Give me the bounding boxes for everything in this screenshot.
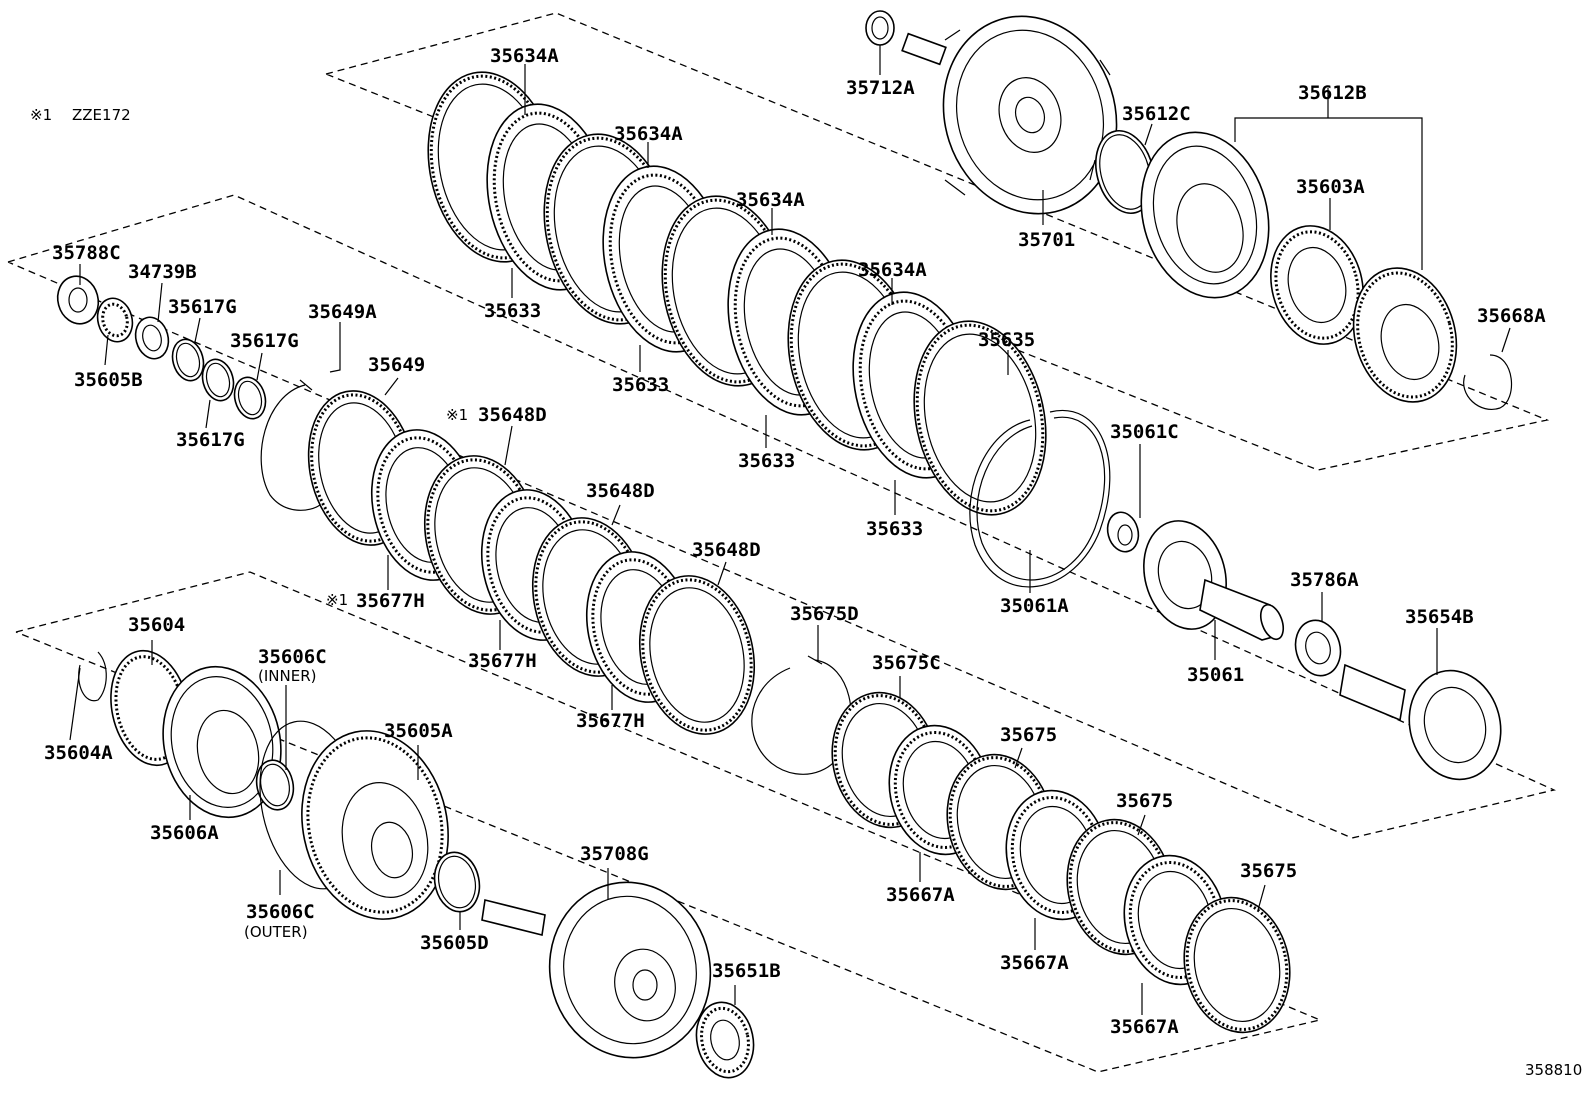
ring-35617G-3 — [233, 376, 267, 420]
label-35603A: 35603A — [1296, 176, 1365, 198]
label-35668A: 35668A — [1477, 305, 1546, 327]
label-35604: 35604 — [128, 614, 185, 636]
label-35667A-2: 35667A — [1000, 952, 1069, 974]
snap-ring-35604A — [78, 651, 107, 702]
label-35606C-outer: 35606C — [246, 901, 315, 923]
clutch-drum-35701 — [901, 15, 1118, 215]
clutch-flange-35635 — [913, 320, 1047, 516]
label-35667A-3: 35667A — [1110, 1016, 1179, 1038]
o-ring-35606C-inner — [255, 759, 295, 811]
label-35617G-3: 35617G — [176, 429, 245, 451]
retainer-35612B — [1352, 267, 1458, 403]
label-35605D: 35605D — [420, 932, 489, 954]
label-35605A: 35605A — [384, 720, 453, 742]
label-35634A-2: 35634A — [614, 123, 683, 145]
label-35061: 35061 — [1187, 664, 1244, 686]
group-outline-middle — [7, 194, 1557, 839]
figure-code: 358810 — [1525, 1061, 1582, 1079]
thrust-bearing-35061C — [1106, 511, 1140, 553]
label-35675D: 35675D — [790, 603, 859, 625]
label-35712A: 35712A — [846, 77, 915, 99]
snap-ring-35675D — [751, 655, 852, 775]
thrust-washer-35786A — [1294, 619, 1342, 677]
thrust-washer-35712A — [865, 10, 895, 46]
label-35667A-1: 35667A — [886, 884, 955, 906]
label-35651B: 35651B — [712, 960, 781, 982]
label-35786A: 35786A — [1290, 569, 1359, 591]
label-35633-2: 35633 — [612, 374, 669, 396]
label-35708G: 35708G — [580, 843, 649, 865]
label-35061A: 35061A — [1000, 595, 1069, 617]
label-mark-2: ※1 — [326, 591, 348, 609]
label-35649A: 35649A — [308, 301, 377, 323]
label-35604A: 35604A — [44, 742, 113, 764]
label-35648D-2: 35648D — [586, 480, 655, 502]
ring-35617G-2 — [201, 358, 235, 402]
label-35788C: 35788C — [52, 242, 121, 264]
sun-gear-35061 — [1143, 520, 1285, 641]
thrust-bearing-35651B — [695, 1001, 755, 1079]
snap-ring-35649A — [260, 379, 321, 511]
label-34739B: 34739B — [128, 261, 197, 283]
label-35677H-1: 35677H — [356, 590, 425, 612]
label-35675-1: 35675 — [1000, 724, 1057, 746]
label-35648D-3: 35648D — [692, 539, 761, 561]
o-ring-35605D — [433, 851, 481, 913]
thrust-bearing-35605B — [96, 297, 134, 343]
piston-35612B — [1140, 131, 1270, 299]
label-35633-3: 35633 — [738, 450, 795, 472]
label-35061C: 35061C — [1110, 421, 1179, 443]
snap-ring-35668A — [1463, 354, 1513, 410]
label-35634A-3: 35634A — [736, 189, 805, 211]
label-inner-note: (INNER) — [258, 667, 316, 685]
label-35634A-4: 35634A — [858, 259, 927, 281]
thrust-washer-35788C — [56, 275, 100, 325]
label-outer-note: (OUTER) — [244, 923, 308, 941]
leader-lines — [69, 45, 1511, 1015]
label-35617G-1: 35617G — [168, 296, 237, 318]
clutch-plate-35648D-3 — [638, 575, 756, 735]
clutch-drum-35708G — [481, 881, 712, 1059]
label-35606A: 35606A — [150, 822, 219, 844]
label-35675C: 35675C — [872, 652, 941, 674]
o-ring-35612C — [1095, 129, 1155, 215]
snap-ring-35061A — [969, 409, 1111, 588]
label-35633-4: 35633 — [866, 518, 923, 540]
clutch-plate-35675-3 — [1183, 896, 1291, 1034]
label-35648D-1: 35648D — [478, 404, 547, 426]
label-35677H-3: 35677H — [576, 710, 645, 732]
note: ※1 ZZE172 — [30, 106, 131, 124]
label-35612C: 35612C — [1122, 103, 1191, 125]
label-35617G-2: 35617G — [230, 330, 299, 352]
label-35649: 35649 — [368, 354, 425, 376]
hub-35654B — [1339, 663, 1502, 781]
clutch-drum-35605A — [301, 730, 449, 920]
label-35635: 35635 — [978, 329, 1035, 351]
label-35675-3: 35675 — [1240, 860, 1297, 882]
label-35677H-2: 35677H — [468, 650, 537, 672]
label-35634A-1: 35634A — [490, 45, 559, 67]
group-outline-lower — [15, 571, 1323, 1073]
label-35606C-inner: 35606C — [258, 646, 327, 668]
note-mark: ※1 — [30, 106, 52, 124]
ring-34739B — [134, 316, 170, 360]
label-35654B: 35654B — [1405, 606, 1474, 628]
label-35701: 35701 — [1018, 229, 1075, 251]
return-spring-35603A — [1270, 225, 1364, 345]
ring-35617G-1 — [171, 338, 205, 382]
label-35633-1: 35633 — [484, 300, 541, 322]
label-35612B: 35612B — [1298, 82, 1367, 104]
note-model: ZZE172 — [72, 106, 131, 124]
label-35605B: 35605B — [74, 369, 143, 391]
label-mark-1: ※1 — [446, 406, 468, 424]
label-35675-2: 35675 — [1116, 790, 1173, 812]
part-labels: 35634A 35634A 35634A 35634A 35633 35633 … — [44, 45, 1546, 1038]
